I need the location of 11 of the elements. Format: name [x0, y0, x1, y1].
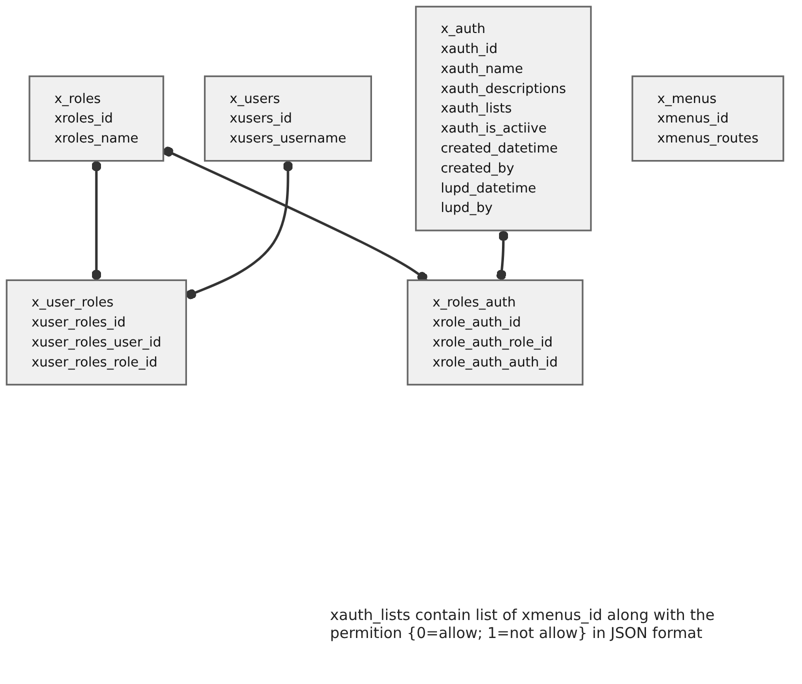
connector — [496, 230, 508, 280]
node-box: x_users xusers_id xusers_username — [204, 75, 372, 162]
node-box: x_auth xauth_id xauth_name xauth_descriptions xauth_lists xauth_is_actiive created_datetime created_by lupd_datetime lupd_by — [415, 6, 592, 232]
node-box: x_roles xroles_id xroles_name — [28, 75, 164, 162]
connector — [186, 160, 293, 300]
node-box: x_roles_auth xrole_auth_id xrole_auth_role_id xrole_auth_auth_id — [406, 279, 584, 386]
note-text: xauth_lists contain list of xmenus_id along with the permition {0=allow; 1=not allow} in JSON format — [330, 606, 716, 642]
node-box: x_user_roles xuser_roles_id xuser_roles_user_id xuser_roles_role_id — [6, 279, 187, 386]
node-box: x_menus xmenus_id xmenus_routes — [632, 75, 784, 162]
connector — [91, 160, 102, 280]
connector — [162, 146, 428, 282]
